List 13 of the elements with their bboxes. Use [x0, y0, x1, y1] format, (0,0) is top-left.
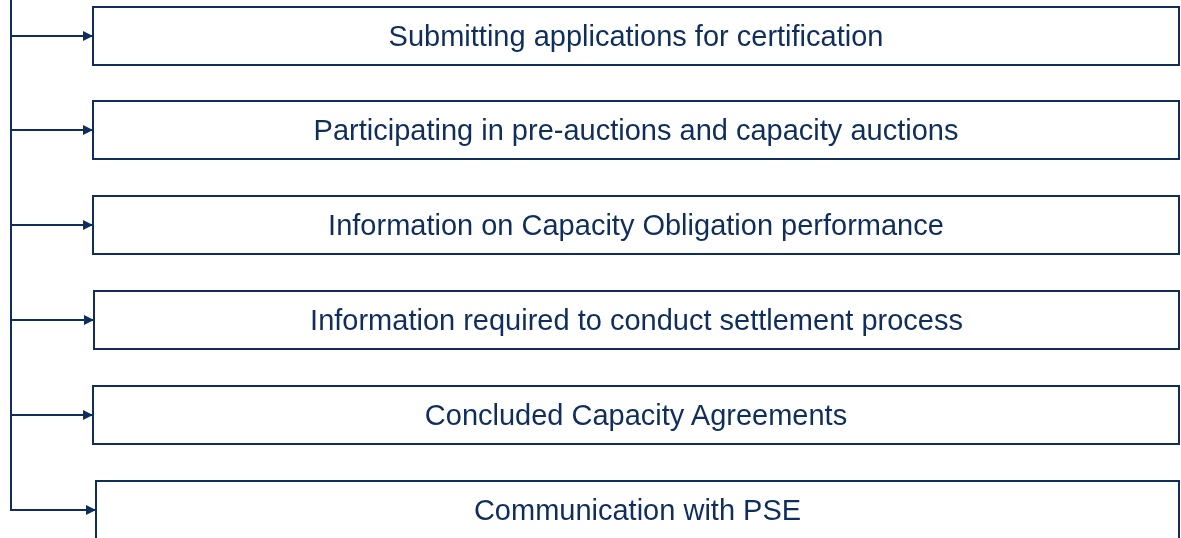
process-box	[92, 385, 1180, 445]
box-label: Information on Capacity Obligation performance	[328, 208, 944, 242]
box-label: Concluded Capacity Agreements	[424, 398, 848, 432]
box-label: Information required to conduct settlement process	[310, 303, 963, 337]
connector-arrow	[10, 0, 96, 515]
process-box	[92, 100, 1180, 160]
box-label: Participating in pre-auctions and capacity auctions	[313, 113, 959, 147]
box-label: Submitting applications for certification	[388, 19, 884, 53]
process-box	[92, 6, 1180, 66]
box-label: Communication with PSE	[473, 493, 802, 527]
process-box	[92, 195, 1180, 255]
process-box	[95, 480, 1180, 538]
process-box	[93, 290, 1180, 350]
